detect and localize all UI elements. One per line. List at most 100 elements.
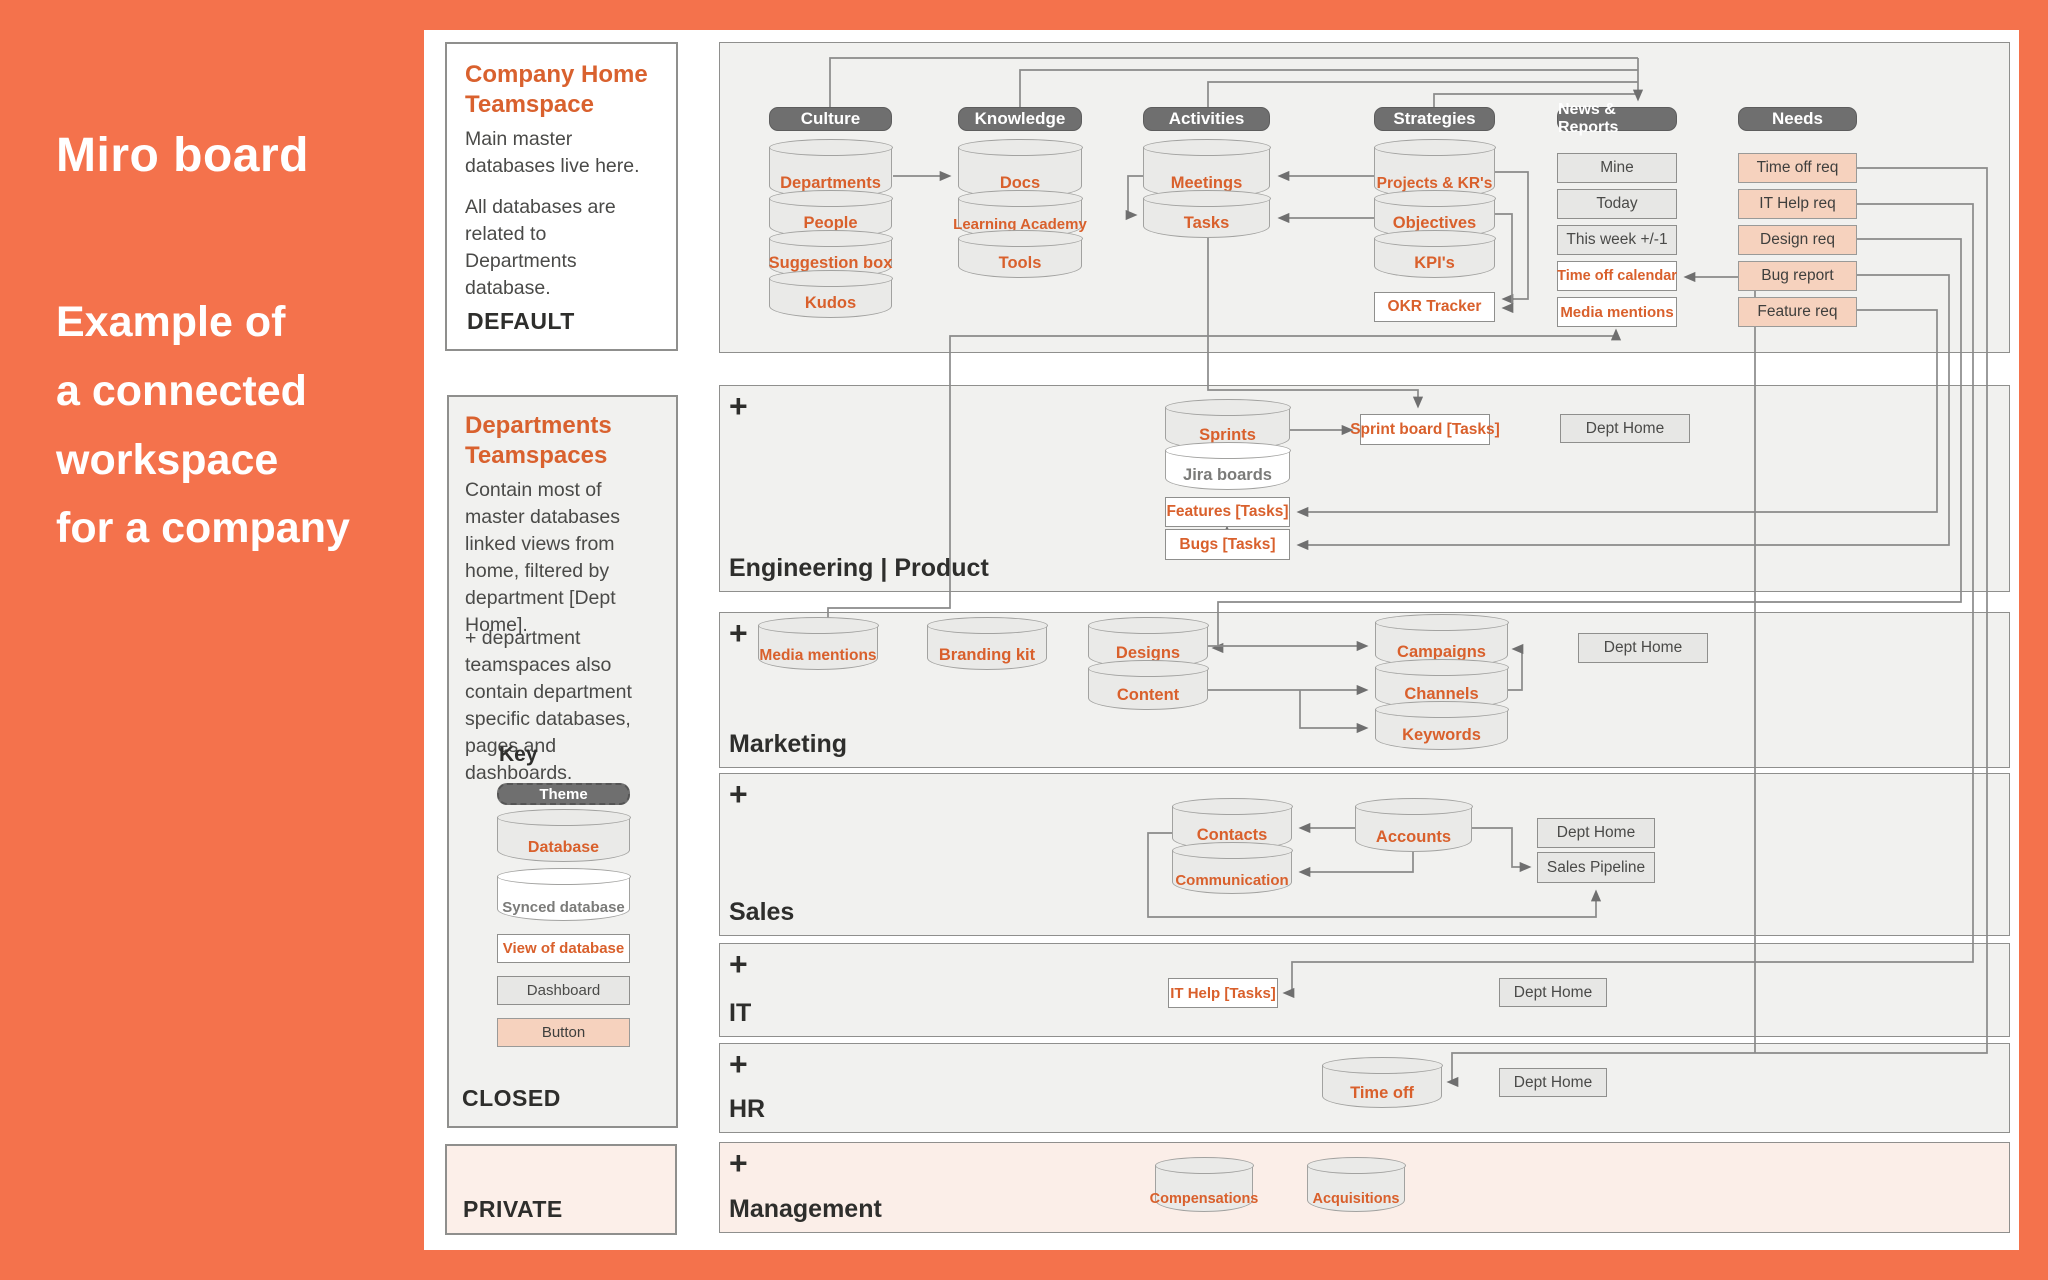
column-header-news-reports[interactable]: News & Reports [1557,101,1677,136]
company-home-panel[interactable]: Company Home Teamspace Main master datab… [445,42,678,351]
cylinder-top-icon [496,809,631,826]
database-time-off[interactable]: Time off [1321,1057,1443,1108]
database-keywords[interactable]: Keywords [1374,701,1509,750]
view-features-tasks[interactable]: Features [Tasks] [1165,497,1290,527]
expand-plus-icon[interactable]: + [729,946,748,982]
button-it-help-req[interactable]: IT Help req [1738,189,1857,219]
database-kudos[interactable]: Kudos [768,270,893,318]
column-header-needs[interactable]: Needs [1738,107,1857,131]
cylinder-top-icon [1154,1157,1254,1174]
cylinder-top-icon [1374,614,1509,631]
database-communication[interactable]: Communication [1171,842,1293,894]
row-label-it: IT [729,999,752,1027]
database-compensations[interactable]: Compensations [1150,1157,1258,1212]
private-panel[interactable]: PRIVATE [445,1144,677,1235]
row-label-engineering: Engineering | Product [729,554,989,582]
cylinder-top-icon [1171,798,1293,815]
cylinder-top-icon [1087,617,1209,634]
row-label-management: Management [729,1195,882,1223]
dashboard-dept-home-hr[interactable]: Dept Home [1499,1068,1607,1097]
database-departments[interactable]: Departments [768,139,893,198]
view-time-off-calendar[interactable]: Time off calendar [1557,261,1677,291]
row-label-marketing: Marketing [729,730,848,758]
cylinder-top-icon [1373,230,1496,247]
cylinder-top-icon [1354,798,1473,815]
button-design-req[interactable]: Design req [1738,225,1857,255]
synced-database-jira-boards[interactable]: Jira boards [1164,442,1291,490]
database-learning-academy[interactable]: Learning Academy [953,190,1087,238]
company-home-footer: DEFAULT [467,308,575,334]
view-media-mentions[interactable]: Media mentions [1557,297,1677,327]
database-tools[interactable]: Tools [957,230,1083,278]
button-time-off-req[interactable]: Time off req [1738,153,1857,183]
cylinder-top-icon [1164,442,1291,459]
sidebar-title: Miro board [56,129,309,182]
expand-plus-icon[interactable]: + [729,388,748,424]
view-it-help-tasks[interactable]: IT Help [Tasks] [1168,978,1278,1008]
dashboard-mine[interactable]: Mine [1557,153,1677,183]
dashboard-dept-home-engineering[interactable]: Dept Home [1560,414,1690,443]
cylinder-top-icon [496,868,631,885]
database-campaigns[interactable]: Campaigns [1374,614,1509,667]
view-sprint-board-tasks[interactable]: Sprint board [Tasks] [1350,414,1500,445]
cylinder-top-icon [1164,399,1291,416]
company-home-para1: Main master databases live here. [465,128,640,177]
departments-panel[interactable]: Departments Teamspaces Contain most of m… [447,395,678,1128]
cylinder-top-icon [926,617,1048,634]
key-synced-database-swatch: Synced database [496,868,631,921]
key-dashboard-swatch: Dashboard [497,976,630,1005]
private-footer: PRIVATE [463,1196,563,1222]
cylinder-top-icon [957,190,1083,207]
cylinder-top-icon [768,270,893,287]
cylinder-top-icon [1306,1157,1406,1174]
database-media-mentions[interactable]: Media mentions [757,617,879,670]
view-okr-tracker[interactable]: OKR Tracker [1374,292,1495,322]
section-sales: + Sales [719,773,2010,936]
section-marketing: + Marketing [719,612,2010,768]
departments-para1: Contain most of master databases linked … [465,479,621,636]
company-home-title: Company Home Teamspace [465,61,648,118]
cylinder-top-icon [1321,1057,1443,1074]
expand-plus-icon[interactable]: + [729,615,748,651]
column-header-knowledge[interactable]: Knowledge [958,107,1082,131]
column-header-strategies[interactable]: Strategies [1374,107,1495,131]
departments-footer: CLOSED [462,1085,561,1111]
company-home-para2: All databases are related to Departments… [465,196,616,299]
dashboard-today[interactable]: Today [1557,189,1677,219]
button-feature-req[interactable]: Feature req [1738,297,1857,327]
sidebar-caption: Example of a connected workspace for a c… [56,298,350,553]
database-accounts[interactable]: Accounts [1354,798,1473,852]
key-theme-swatch: Theme [497,783,630,805]
expand-plus-icon[interactable]: + [729,1046,748,1082]
departments-title: Departments Teamspaces [465,412,612,469]
cylinder-top-icon [957,139,1083,156]
cylinder-top-icon [1373,190,1496,207]
column-header-culture[interactable]: Culture [769,107,892,131]
dashboard-dept-home-marketing[interactable]: Dept Home [1578,633,1708,663]
departments-para2: + department teamspaces also contain dep… [465,627,632,784]
column-header-activities[interactable]: Activities [1143,107,1270,131]
key-database-swatch: Database [496,809,631,862]
database-content[interactable]: Content [1087,660,1209,710]
database-acquisitions[interactable]: Acquisitions [1306,1157,1406,1212]
database-kpis[interactable]: KPI's [1373,230,1496,278]
expand-plus-icon[interactable]: + [729,1145,748,1181]
cylinder-top-icon [768,190,893,207]
cylinder-top-icon [1374,701,1509,718]
cylinder-top-icon [1142,139,1271,156]
expand-plus-icon[interactable]: + [729,776,748,812]
dashboard-sales-pipeline[interactable]: Sales Pipeline [1537,852,1655,883]
key-title: Key [499,743,538,766]
database-tasks[interactable]: Tasks [1142,190,1271,238]
database-branding-kit[interactable]: Branding kit [926,617,1048,670]
key-view-swatch: View of database [497,934,630,963]
section-it: + IT [719,943,2010,1037]
dashboard-dept-home-it[interactable]: Dept Home [1499,978,1607,1007]
button-bug-report[interactable]: Bug report [1738,261,1857,291]
cylinder-top-icon [1087,660,1209,677]
dashboard-dept-home-sales[interactable]: Dept Home [1537,818,1655,848]
cylinder-top-icon [957,230,1083,247]
dashboard-this-week[interactable]: This week +/-1 [1557,225,1677,255]
view-bugs-tasks[interactable]: Bugs [Tasks] [1165,529,1290,560]
